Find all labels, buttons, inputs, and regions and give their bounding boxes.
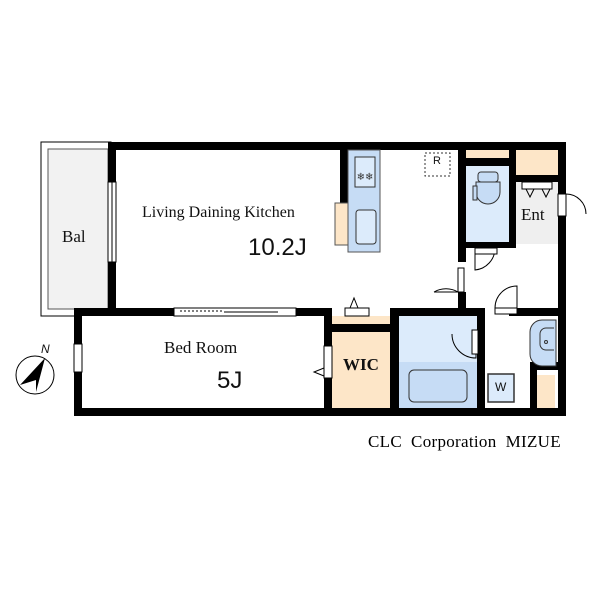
ldk-label: Living Daining Kitchen xyxy=(142,204,295,221)
ldk-size: 10.2J xyxy=(248,234,307,261)
refrigerator-space xyxy=(424,152,451,177)
bedroom-area xyxy=(81,316,325,408)
toilet-icon xyxy=(472,171,501,205)
entrance-label: Ent xyxy=(521,205,545,224)
compass-icon xyxy=(15,355,55,395)
compass-north-label: N xyxy=(41,342,50,356)
washer-space xyxy=(487,373,515,403)
refrigerator-label: R xyxy=(433,155,441,167)
linen-storage xyxy=(537,375,555,408)
shelf-storage xyxy=(466,150,509,158)
wic-label: WIC xyxy=(343,355,379,374)
company-credit: CLC Corporation MIZUE xyxy=(368,432,561,451)
kitchen-counter: ❄❄ xyxy=(334,149,381,253)
doors xyxy=(312,181,587,379)
balcony-label: Bal xyxy=(62,227,86,246)
shoe-storage xyxy=(516,150,558,175)
balcony xyxy=(40,141,112,317)
sink-icon xyxy=(355,209,377,245)
ldk-area xyxy=(114,150,458,308)
bathtub-icon xyxy=(408,369,468,403)
stove-burner-icon: ❄❄ xyxy=(357,172,374,183)
windows xyxy=(73,181,297,373)
bedroom-size: 5J xyxy=(217,367,243,394)
wic-area xyxy=(332,332,390,408)
entrance-area xyxy=(516,182,558,244)
washbasin-icon xyxy=(529,319,557,367)
walls xyxy=(74,142,566,416)
kitchen-storage xyxy=(334,202,349,246)
washer-label: W xyxy=(495,380,507,394)
bedroom-label: Bed Room xyxy=(164,338,238,357)
